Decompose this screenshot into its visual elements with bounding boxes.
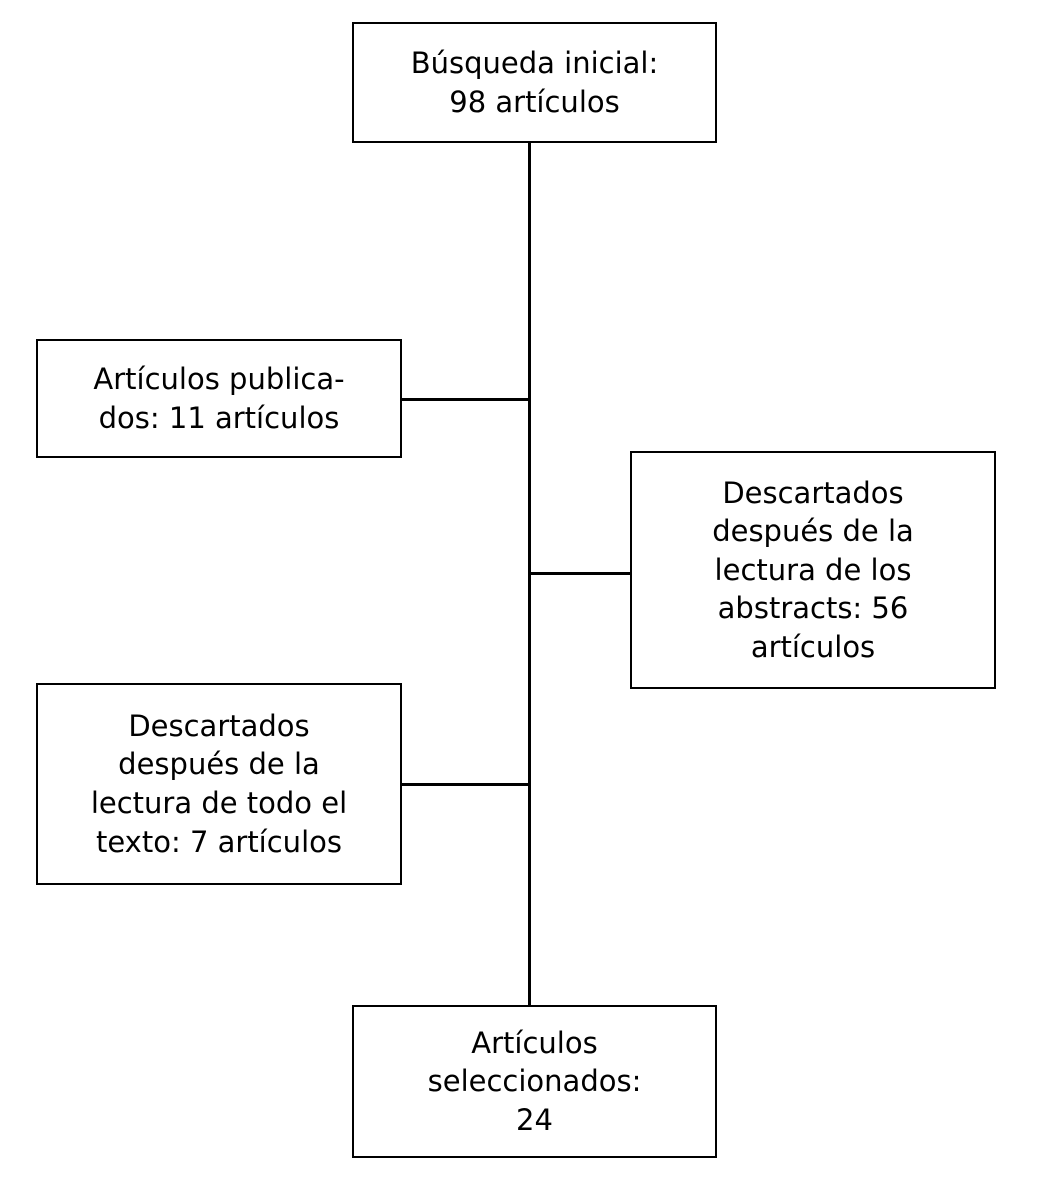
node-discarded-after-abstracts-label: Descartados después de la lectura de los… (712, 475, 914, 664)
node-published-articles: Artículos publica- dos: 11 artículos (36, 339, 402, 458)
node-selected-articles-label: Artículos seleccionados: 24 (427, 1025, 642, 1137)
node-initial-search: Búsqueda inicial: 98 artículos (352, 22, 717, 143)
node-selected-articles: Artículos seleccionados: 24 (352, 1005, 717, 1158)
connector-branch-published (400, 398, 531, 401)
connector-branch-discarded-abstracts (528, 572, 632, 575)
node-discarded-after-fulltext: Descartados después de la lectura de tod… (36, 683, 402, 885)
connector-branch-discarded-fulltext (400, 783, 531, 786)
node-published-articles-label: Artículos publica- dos: 11 artículos (93, 361, 345, 435)
node-initial-search-label: Búsqueda inicial: 98 artículos (410, 45, 659, 119)
node-discarded-after-fulltext-label: Descartados después de la lectura de tod… (90, 708, 348, 859)
node-discarded-after-abstracts: Descartados después de la lectura de los… (630, 451, 996, 689)
